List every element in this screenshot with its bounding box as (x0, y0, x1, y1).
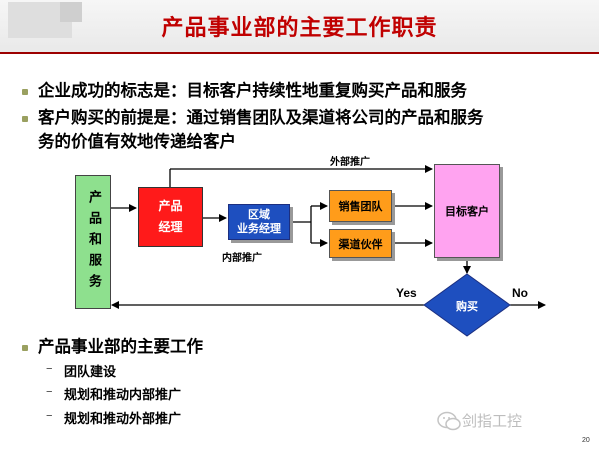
bullet-text-2-cont: 务的价值有效地传递给客户 (38, 132, 236, 151)
sub-item-1: 团队建设 (64, 365, 117, 380)
sub-dash: – (46, 384, 53, 399)
product-service-label: 产品和服务 (86, 189, 101, 295)
bullet-marker (22, 89, 28, 95)
product-manager-label-1: 产品 (158, 199, 183, 213)
bullet-marker (22, 345, 28, 351)
internal-promo-label: 内部推广 (222, 253, 262, 264)
channel-partner-box: 渠道伙伴 (329, 229, 392, 258)
regional-manager-label-2: 业务经理 (237, 222, 281, 235)
sub-dash: – (46, 408, 53, 423)
product-manager-label-2: 经理 (158, 220, 183, 234)
product-service-box: 产品和服务 (75, 175, 111, 309)
title-decoration-small (60, 2, 82, 22)
sub-item-2: 规划和推动内部推广 (64, 388, 182, 403)
watermark-text: 剑指工控 (462, 412, 523, 430)
regional-manager-box: 区域 业务经理 (228, 204, 290, 240)
title-underline (0, 52, 599, 54)
sales-team-box: 销售团队 (329, 190, 392, 222)
product-manager-box: 产品 经理 (138, 187, 203, 247)
purchase-diamond (423, 273, 511, 337)
title-bar: 产品事业部的主要工作职责 (0, 0, 599, 52)
purchase-label: 购买 (456, 300, 478, 313)
bullet-text-2: 客户购买的前提是：通过销售团队及渠道将公司的产品和服务 (38, 108, 484, 127)
sub-dash: – (46, 361, 53, 376)
page-number: 20 (582, 437, 590, 444)
external-promo-label: 外部推广 (330, 157, 370, 168)
bullet-marker (22, 116, 28, 122)
section2-heading: 产品事业部的主要工作 (38, 337, 203, 356)
wechat-icon (437, 411, 461, 431)
sales-team-label: 销售团队 (338, 200, 383, 213)
bullet-text-1: 企业成功的标志是：目标客户持续性地重复购买产品和服务 (38, 81, 467, 100)
target-customer-box: 目标客户 (434, 164, 500, 258)
target-customer-label: 目标客户 (445, 205, 489, 218)
page-title: 产品事业部的主要工作职责 (161, 15, 438, 41)
yes-label: Yes (396, 286, 417, 300)
no-label: No (512, 286, 528, 300)
sub-item-3: 规划和推动外部推广 (64, 412, 182, 427)
regional-manager-label-1: 区域 (248, 208, 270, 221)
channel-partner-label: 渠道伙伴 (338, 237, 383, 251)
